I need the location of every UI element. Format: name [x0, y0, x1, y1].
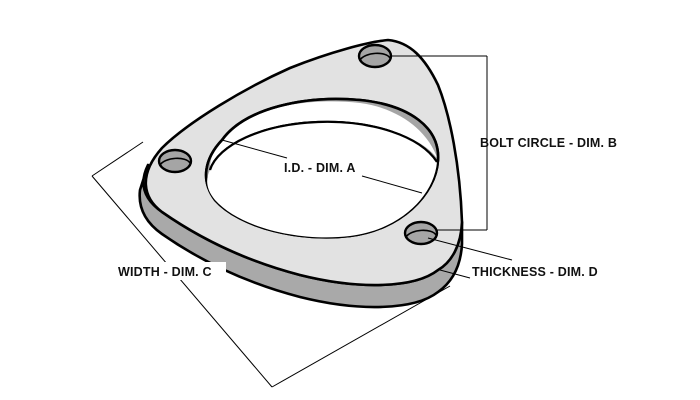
width-bracket-side	[91, 175, 273, 388]
leader-lines	[91, 55, 513, 388]
bolt-circle-label: BOLT CIRCLE - DIM. B	[480, 136, 617, 150]
width-label: WIDTH - DIM. C	[118, 265, 212, 279]
width-bracket-top	[91, 141, 144, 177]
bolt-hole-bottom	[403, 220, 439, 246]
width-label-backing	[116, 262, 226, 280]
thickness-leader-top	[427, 237, 513, 261]
id-leader-left	[221, 139, 288, 159]
id-leader-right	[361, 175, 423, 194]
thickness-leader-bottom	[439, 269, 471, 279]
thickness-label: THICKNESS - DIM. D	[472, 265, 598, 279]
bolt-hole-left	[157, 148, 193, 174]
bolt-hole-top	[357, 43, 393, 69]
width-bracket-bottom	[271, 285, 451, 388]
inner-diameter-label: I.D. - DIM. A	[284, 161, 356, 175]
